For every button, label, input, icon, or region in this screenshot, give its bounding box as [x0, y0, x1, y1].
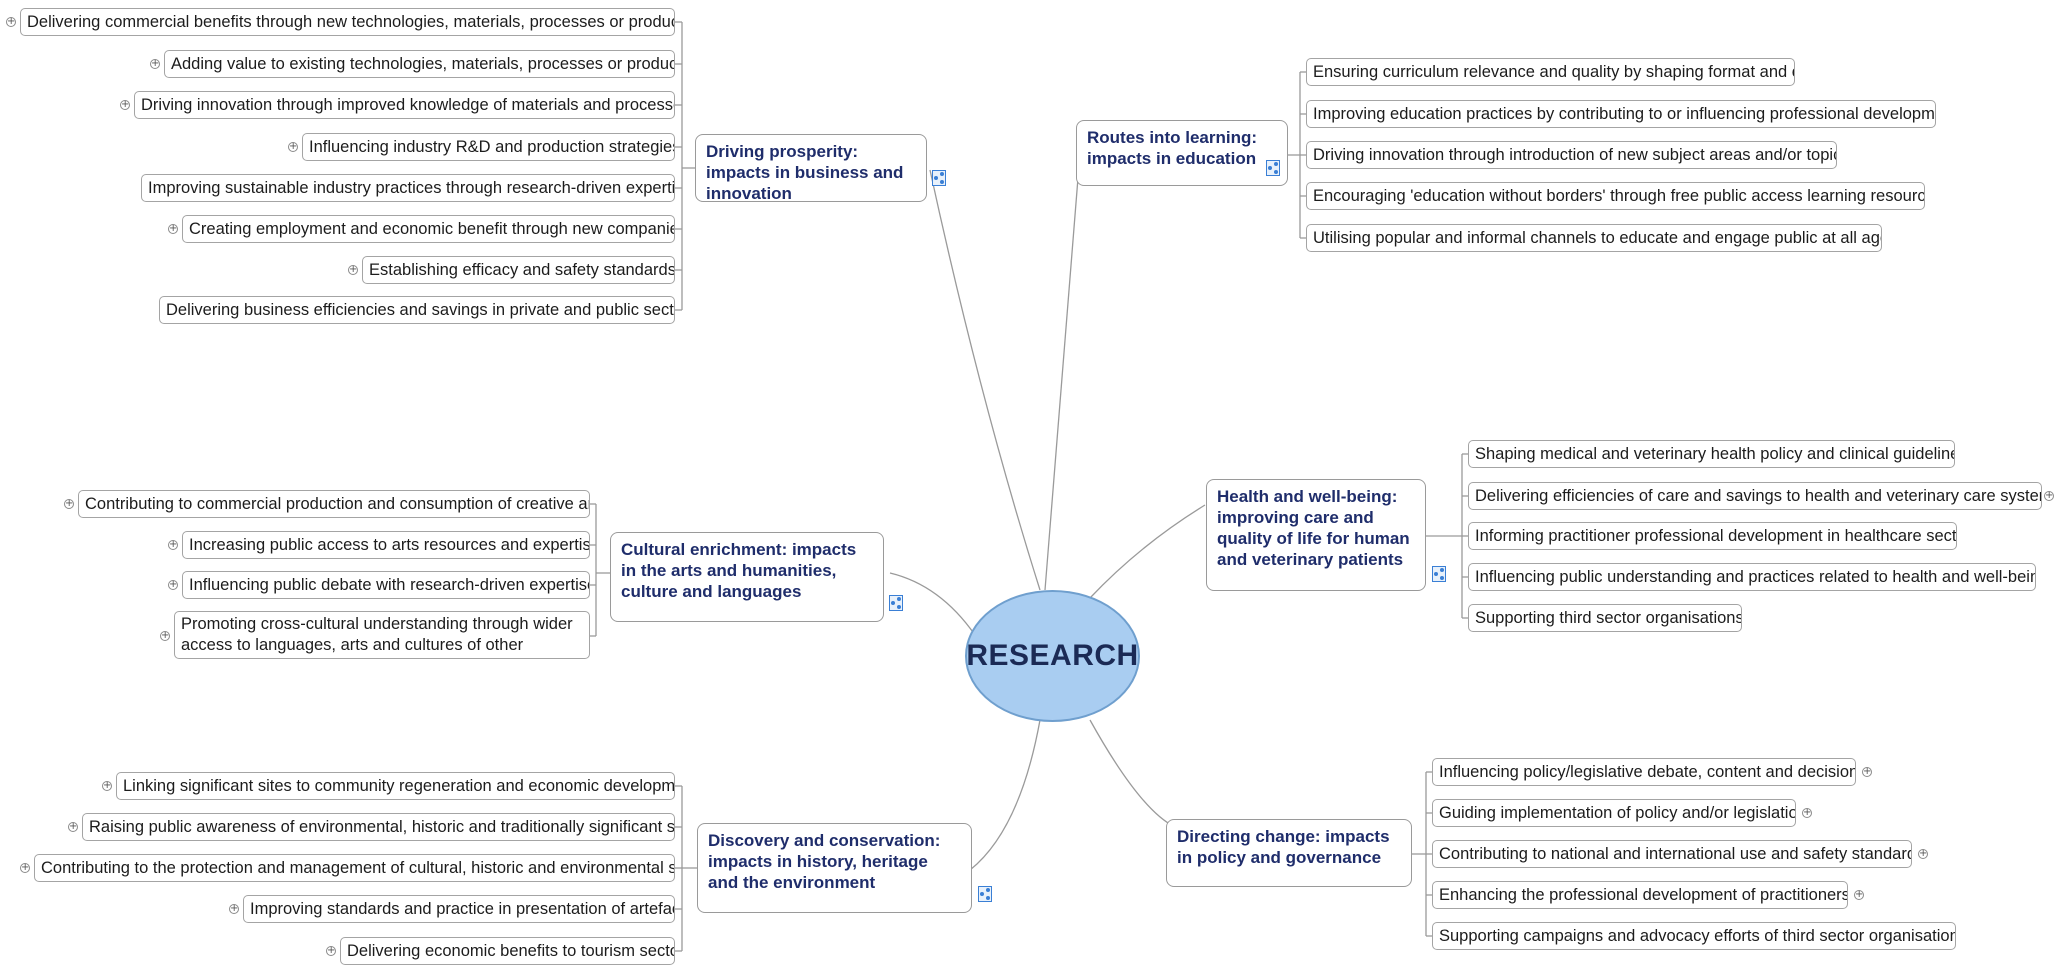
expand-plus-icon[interactable]: +: [1802, 807, 1812, 818]
mindmap-link-icon[interactable]: [889, 595, 903, 611]
branch-title: Cultural enrichment: impacts in the arts…: [621, 540, 857, 601]
learning-item-5[interactable]: Utilising popular and informal channels …: [1306, 224, 1882, 252]
prosperity-item-5[interactable]: Improving sustainable industry practices…: [141, 174, 675, 202]
branch-title: Discovery and conservation: impacts in h…: [708, 831, 941, 892]
expand-plus-icon[interactable]: +: [1854, 889, 1864, 900]
learning-item-2[interactable]: Improving education practices by contrib…: [1306, 100, 1936, 128]
discovery-item-2[interactable]: Raising public awareness of environmenta…: [82, 813, 675, 841]
health-item-3[interactable]: Informing practitioner professional deve…: [1468, 522, 1957, 550]
branch-discovery-conservation[interactable]: Discovery and conservation: impacts in h…: [697, 823, 972, 913]
expand-plus-icon[interactable]: +: [326, 945, 336, 956]
expand-plus-icon[interactable]: +: [20, 862, 30, 873]
branch-health-well-being[interactable]: Health and well-being: improving care an…: [1206, 479, 1426, 591]
expand-plus-icon[interactable]: +: [64, 498, 74, 509]
health-item-2[interactable]: Delivering efficiencies of care and savi…: [1468, 482, 2042, 510]
mindmap-link-icon[interactable]: [1432, 566, 1446, 582]
mindmap-link-icon[interactable]: [978, 886, 992, 902]
mindmap-link-icon[interactable]: [932, 170, 946, 186]
expand-plus-icon[interactable]: +: [168, 223, 178, 234]
prosperity-item-7[interactable]: Establishing efficacy and safety standar…: [362, 256, 675, 284]
mindmap-link-icon[interactable]: [1266, 160, 1280, 176]
learning-item-1[interactable]: Ensuring curriculum relevance and qualit…: [1306, 58, 1795, 86]
discovery-item-4[interactable]: Improving standards and practice in pres…: [243, 895, 675, 923]
central-topic-label: RESEARCH: [966, 639, 1139, 672]
expand-plus-icon[interactable]: +: [160, 630, 170, 641]
policy-item-4[interactable]: Enhancing the professional development o…: [1432, 881, 1848, 909]
expand-plus-icon[interactable]: +: [120, 99, 130, 110]
policy-item-3[interactable]: Contributing to national and internation…: [1432, 840, 1912, 868]
discovery-item-5[interactable]: Delivering economic benefits to tourism …: [340, 937, 675, 965]
branch-title: Directing change: impacts in policy and …: [1177, 827, 1390, 867]
prosperity-item-8[interactable]: Delivering business efficiencies and sav…: [159, 296, 675, 324]
culture-item-1[interactable]: Contributing to commercial production an…: [78, 490, 590, 518]
prosperity-item-4[interactable]: Influencing industry R&D and production …: [302, 133, 675, 161]
branch-title: Routes into learning: impacts in educati…: [1087, 128, 1257, 168]
health-item-4[interactable]: Influencing public understanding and pra…: [1468, 563, 2036, 591]
expand-plus-icon[interactable]: +: [288, 141, 298, 152]
branch-driving-prosperity[interactable]: Driving prosperity: impacts in business …: [695, 134, 927, 203]
policy-item-1[interactable]: Influencing policy/legislative debate, c…: [1432, 758, 1856, 786]
culture-item-4[interactable]: Promoting cross-cultural understanding t…: [174, 611, 590, 659]
health-item-1[interactable]: Shaping medical and veterinary health po…: [1468, 440, 1955, 468]
policy-item-2[interactable]: Guiding implementation of policy and/or …: [1432, 799, 1796, 827]
discovery-item-3[interactable]: Contributing to the protection and manag…: [34, 854, 675, 882]
branch-title: Health and well-being: improving care an…: [1217, 487, 1410, 569]
branch-routes-into-learning[interactable]: Routes into learning: impacts in educati…: [1076, 120, 1288, 186]
learning-item-3[interactable]: Driving innovation through introduction …: [1306, 141, 1837, 169]
branch-title: Driving prosperity: impacts in business …: [706, 142, 904, 203]
expand-plus-icon[interactable]: +: [68, 821, 78, 832]
expand-plus-icon[interactable]: +: [348, 264, 358, 275]
prosperity-item-3[interactable]: Driving innovation through improved know…: [134, 91, 675, 119]
prosperity-item-1[interactable]: Delivering commercial benefits through n…: [20, 8, 675, 36]
branch-directing-change[interactable]: Directing change: impacts in policy and …: [1166, 819, 1412, 887]
expand-plus-icon[interactable]: +: [6, 16, 16, 27]
expand-plus-icon[interactable]: +: [229, 903, 239, 914]
expand-plus-icon[interactable]: +: [102, 780, 112, 791]
learning-item-4[interactable]: Encouraging 'education without borders' …: [1306, 182, 1925, 210]
prosperity-item-6[interactable]: Creating employment and economic benefit…: [182, 215, 675, 243]
discovery-item-1[interactable]: Linking significant sites to community r…: [116, 772, 675, 800]
expand-plus-icon[interactable]: +: [150, 58, 160, 69]
prosperity-item-2[interactable]: Adding value to existing technologies, m…: [164, 50, 675, 78]
expand-plus-icon[interactable]: +: [168, 539, 178, 550]
culture-item-2[interactable]: Increasing public access to arts resourc…: [182, 531, 590, 559]
central-topic-research[interactable]: RESEARCH: [965, 590, 1140, 722]
branch-cultural-enrichment[interactable]: Cultural enrichment: impacts in the arts…: [610, 532, 884, 622]
expand-plus-icon[interactable]: +: [1862, 766, 1872, 777]
expand-plus-icon[interactable]: +: [168, 579, 178, 590]
policy-item-5[interactable]: Supporting campaigns and advocacy effort…: [1432, 922, 1956, 950]
expand-plus-icon[interactable]: +: [2044, 490, 2054, 501]
culture-item-3[interactable]: Influencing public debate with research-…: [182, 571, 590, 599]
expand-plus-icon[interactable]: +: [1918, 848, 1928, 859]
health-item-5[interactable]: Supporting third sector organisations: [1468, 604, 1742, 632]
